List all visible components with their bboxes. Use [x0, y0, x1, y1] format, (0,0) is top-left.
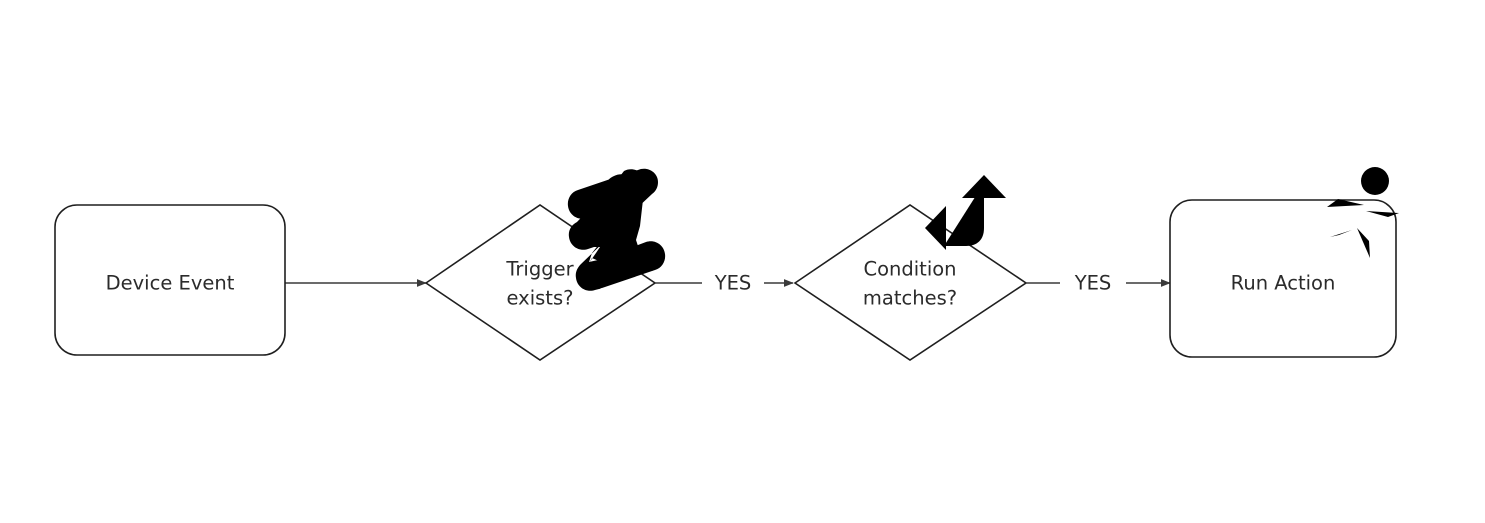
node-device-event[interactable]: Device Event	[54, 204, 286, 356]
condition-matches-shape[interactable]	[793, 204, 1028, 361]
condition-matches-label-line2: matches?	[863, 287, 957, 310]
node-run-action[interactable]: Run Action	[1169, 199, 1397, 358]
condition-matches-label-line1: Condition	[863, 258, 956, 281]
edge-label-yes-2: YES	[1074, 272, 1112, 295]
branch-arrow-icon	[925, 175, 1006, 250]
device-event-label: Device Event	[106, 272, 235, 295]
trigger-exists-label-line1: Trigger	[505, 258, 574, 281]
edge-condition-to-run-action: YES	[1026, 272, 1171, 295]
running-person-icon	[1327, 167, 1399, 258]
node-condition-matches[interactable]: Condition matches?	[793, 204, 1028, 361]
edge-trigger-to-condition: YES	[655, 272, 794, 295]
trigger-exists-label-line2: exists?	[507, 287, 574, 310]
lightning-bolt-icon	[567, 168, 666, 291]
edge-label-yes-1: YES	[714, 272, 752, 295]
device-event-shape[interactable]	[54, 204, 286, 356]
runner-head	[1361, 167, 1389, 195]
run-action-label: Run Action	[1231, 272, 1336, 295]
run-action-shape[interactable]	[1169, 199, 1397, 358]
